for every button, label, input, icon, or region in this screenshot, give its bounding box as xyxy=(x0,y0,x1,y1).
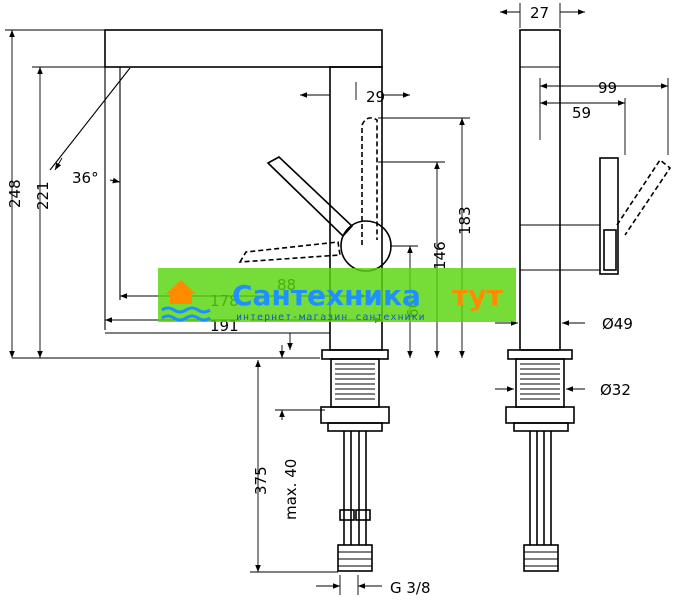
side-view xyxy=(505,29,672,572)
watermark-band xyxy=(158,268,516,322)
dim-183: 183 xyxy=(456,206,474,235)
dim-max-40: max. 40 xyxy=(282,459,300,520)
dim-diameter-32: Ø32 xyxy=(600,381,631,399)
spout-body xyxy=(104,29,383,68)
dim-99: 99 xyxy=(598,79,617,97)
front-shank xyxy=(320,358,390,572)
lever-handle xyxy=(266,156,354,238)
dim-221: 221 xyxy=(34,181,52,210)
watermark-tagline: интернет-магазин сантехники xyxy=(236,312,426,323)
watermark: Сантехника тут интернет-магазин сантехни… xyxy=(158,268,516,323)
dim-29: 29 xyxy=(366,88,385,106)
side-lever xyxy=(599,157,619,275)
lever-pivot xyxy=(340,220,392,272)
lever-alt-position xyxy=(361,117,378,245)
dim-27: 27 xyxy=(530,4,549,22)
dim-diameter-49: Ø49 xyxy=(602,315,633,333)
dim-36-degree: 36° xyxy=(72,169,99,187)
watermark-brand: Сантехника xyxy=(232,279,421,312)
side-shank xyxy=(505,358,575,572)
watermark-brand-accent: тут xyxy=(452,279,503,312)
dim-59: 59 xyxy=(572,104,591,122)
front-view xyxy=(12,29,392,572)
dim-g-3-8: G 3/8 xyxy=(390,579,431,597)
dim-248: 248 xyxy=(6,179,24,208)
dimension-lines xyxy=(5,3,669,595)
dim-375: 375 xyxy=(252,466,270,495)
dim-146: 146 xyxy=(431,241,449,270)
house-logo-icon xyxy=(161,280,211,322)
